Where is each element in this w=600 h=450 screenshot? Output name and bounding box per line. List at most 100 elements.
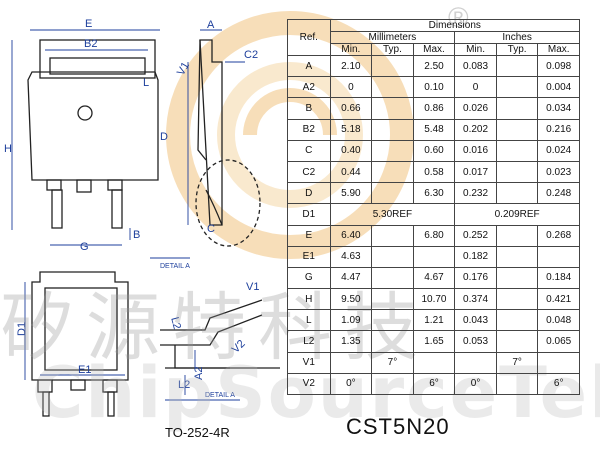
cell-in-min: 0.252: [454, 224, 497, 247]
cell-ref: C2: [287, 160, 331, 184]
cell-in-typ: [495, 118, 539, 141]
header-inches: Inches: [454, 31, 580, 44]
cell-in-typ: [495, 245, 539, 268]
cell-ref: A2: [287, 76, 331, 99]
cell-mm-max: 0.58: [412, 160, 456, 184]
cell-mm-typ: [371, 97, 414, 120]
cell-mm-typ: [371, 118, 414, 141]
cell-in-typ: [495, 330, 539, 353]
cell-ref: B2: [287, 118, 331, 141]
label-L2-detail: L2: [168, 316, 183, 331]
cell-mm-max: 6.30: [412, 182, 456, 205]
cell-mm-max: 6°: [412, 372, 456, 396]
cell-in-typ: [495, 97, 539, 120]
header-mm-max: Max.: [412, 43, 456, 56]
cell-mm-min: 0.66: [329, 97, 373, 120]
part-number: CST5N20: [346, 414, 450, 439]
cell-ref: D: [287, 182, 331, 205]
cell-ref: D1: [287, 203, 331, 226]
cell-in-typ: [495, 372, 539, 396]
cell-in-max: 0.268: [537, 224, 580, 247]
cell-mm-typ: [371, 54, 414, 78]
cell-mm-max: 1.21: [412, 309, 456, 332]
cell-in-min: 0.083: [454, 54, 497, 78]
header-dimensions: Dimensions: [329, 19, 581, 32]
cell-mm-max: 0.60: [412, 139, 456, 162]
cell-in-max: [537, 245, 580, 268]
cell-in-typ: [495, 76, 539, 99]
cell-in-max: 0.421: [537, 288, 580, 311]
cell-mm-max: 6.80: [412, 224, 456, 247]
cell-mm-min: [329, 351, 373, 374]
cell-ref: A: [287, 54, 331, 78]
cell-mm-typ: [371, 245, 414, 268]
label-A2: A2: [193, 367, 205, 380]
cell-in-max: 0.034: [537, 97, 580, 120]
cell-in-typ: [495, 139, 539, 162]
cell-mm-max: 0.10: [412, 76, 456, 99]
label-detail-a: DETAIL A: [160, 263, 190, 270]
cell-mm-typ: [371, 309, 414, 332]
cell-in-max: 0.023: [537, 160, 580, 184]
cell-ref: V2: [287, 372, 331, 396]
cell-in-min: [454, 351, 497, 374]
cell-mm-min: 9.50: [329, 288, 373, 311]
cell-ref: L2: [287, 330, 331, 353]
cell-mm-typ: [371, 224, 414, 247]
cell-mm-max: [412, 351, 456, 374]
cell-mm-typ: [371, 372, 414, 396]
cell-ref: L: [287, 309, 331, 332]
cell-mm-min: 1.35: [329, 330, 373, 353]
dimensions-table: Ref. Dimensions Millimeters Inches Min. …: [287, 19, 581, 396]
cell-mm-min: 5.18: [329, 118, 373, 141]
cell-mm-max: 1.65: [412, 330, 456, 353]
package-label: TO-252-4R: [165, 425, 230, 440]
label-detail-a-2: DETAIL A: [205, 392, 235, 399]
cell-mm-max: 2.50: [412, 54, 456, 78]
cell-in-ref: 0.209REF: [454, 203, 580, 226]
cell-in-typ: [495, 54, 539, 78]
header-millimeters: Millimeters: [329, 31, 456, 44]
cell-mm-min: 5.90: [329, 182, 373, 205]
cell-ref: V1: [287, 351, 331, 374]
cell-in-max: 0.024: [537, 139, 580, 162]
label-C2: C2: [244, 49, 258, 61]
header-in-typ: Typ.: [495, 43, 539, 56]
cell-ref: G: [287, 266, 331, 290]
cell-in-max: 6°: [537, 372, 580, 396]
label-H: H: [4, 143, 12, 155]
mounting-hole: [77, 105, 93, 121]
cell-in-max: [537, 351, 580, 374]
label-C: C: [207, 223, 215, 235]
header-mm-typ: Typ.: [371, 43, 414, 56]
label-E: E: [85, 18, 92, 30]
cell-ref: E1: [287, 245, 331, 268]
label-A: A: [207, 19, 215, 31]
header-in-max: Max.: [537, 43, 580, 56]
cell-mm-min: 0.44: [329, 160, 373, 184]
cell-in-typ: [495, 182, 539, 205]
cell-in-typ: 7°: [495, 351, 539, 374]
cell-in-min: 0.053: [454, 330, 497, 353]
cell-in-max: 0.184: [537, 266, 580, 290]
cell-mm-typ: [371, 288, 414, 311]
cell-mm-max: [412, 245, 456, 268]
header-mm-min: Min.: [329, 43, 373, 56]
cell-in-min: 0°: [454, 372, 497, 396]
cell-mm-typ: [371, 330, 414, 353]
cell-mm-typ: [371, 182, 414, 205]
cell-in-min: 0.374: [454, 288, 497, 311]
cell-in-min: 0.182: [454, 245, 497, 268]
cell-mm-min: 6.40: [329, 224, 373, 247]
